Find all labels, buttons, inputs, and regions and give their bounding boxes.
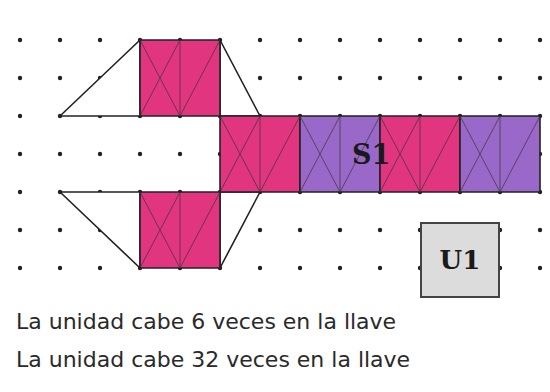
grid-dot bbox=[378, 228, 382, 232]
grid-dot bbox=[538, 228, 542, 232]
grid-dot bbox=[58, 152, 62, 156]
texture-line bbox=[500, 116, 501, 192]
grid-dot bbox=[258, 228, 262, 232]
texture-line bbox=[420, 116, 421, 192]
grid-dot bbox=[418, 76, 422, 80]
grid-dot bbox=[498, 76, 502, 80]
grid-dot bbox=[298, 38, 302, 42]
grid-dot bbox=[258, 266, 262, 270]
grid-dot bbox=[458, 76, 462, 80]
grid-dot bbox=[98, 266, 102, 270]
grid-dot bbox=[18, 152, 22, 156]
texture-line bbox=[260, 116, 261, 192]
grid-dot bbox=[98, 38, 102, 42]
grid-dot bbox=[98, 152, 102, 156]
texture-line bbox=[300, 116, 340, 192]
texture-line bbox=[140, 192, 180, 268]
grid-dot bbox=[18, 190, 22, 194]
grid-dot bbox=[298, 76, 302, 80]
grid-dot bbox=[58, 228, 62, 232]
texture-line bbox=[180, 40, 220, 116]
texture-line bbox=[180, 40, 181, 116]
unit-label: U1 bbox=[440, 247, 481, 273]
texture-line bbox=[300, 116, 340, 192]
grid-dot bbox=[378, 266, 382, 270]
grid-dot bbox=[418, 38, 422, 42]
grid-dot bbox=[378, 38, 382, 42]
grid-dot bbox=[258, 76, 262, 80]
grid-dot bbox=[498, 38, 502, 42]
grid-dot bbox=[258, 38, 262, 42]
texture-line bbox=[140, 192, 180, 268]
texture-line bbox=[340, 116, 341, 192]
grid-dot bbox=[18, 38, 22, 42]
texture-line bbox=[220, 116, 260, 192]
grid-dot bbox=[18, 76, 22, 80]
handwritten-note: La unidad cabe 32 veces en la llave bbox=[16, 348, 410, 372]
grid-dot bbox=[58, 76, 62, 80]
grid-dot bbox=[138, 152, 142, 156]
grid-dot bbox=[458, 38, 462, 42]
grid-dot bbox=[58, 266, 62, 270]
unit-square: U1 bbox=[420, 222, 500, 298]
texture-line bbox=[140, 40, 180, 116]
texture-line bbox=[140, 40, 180, 116]
texture-line bbox=[220, 116, 260, 192]
shape-label: S1 bbox=[352, 141, 390, 168]
grid-dot bbox=[18, 228, 22, 232]
texture-line bbox=[180, 192, 181, 268]
texture-line bbox=[180, 192, 220, 268]
grid-dot bbox=[338, 266, 342, 270]
grid-dot bbox=[338, 76, 342, 80]
texture-line bbox=[420, 116, 460, 192]
grid-dot bbox=[378, 76, 382, 80]
texture-line bbox=[460, 116, 500, 192]
grid-dot bbox=[538, 266, 542, 270]
grid-dot bbox=[338, 228, 342, 232]
grid-dot bbox=[178, 152, 182, 156]
grid-dot bbox=[18, 266, 22, 270]
texture-line bbox=[460, 116, 500, 192]
grid-dot bbox=[18, 114, 22, 118]
texture-line bbox=[260, 116, 300, 192]
grid-dot bbox=[298, 266, 302, 270]
grid-dot bbox=[538, 38, 542, 42]
texture-line bbox=[500, 116, 540, 192]
grid-dot bbox=[538, 76, 542, 80]
handwritten-note: La unidad cabe 6 veces en la llave bbox=[16, 310, 396, 334]
grid-dot bbox=[338, 38, 342, 42]
grid-dot bbox=[298, 228, 302, 232]
grid-dot bbox=[58, 38, 62, 42]
